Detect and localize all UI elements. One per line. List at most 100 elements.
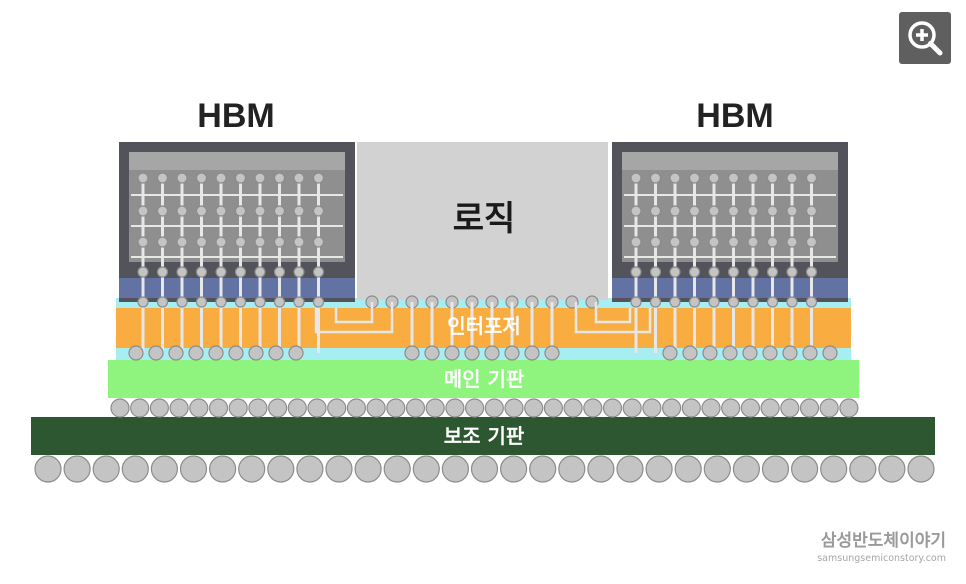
mid-solder-ball [189,398,209,418]
microbump [805,236,818,248]
microbump [137,266,149,278]
mid-solder-ball [661,398,682,418]
watermark-url: samsungsemiconstory.com [817,553,946,564]
interposer-bump [168,345,184,361]
zoom-in-icon [908,21,943,56]
microbump [195,296,208,308]
bottom-solder-ball [238,455,266,483]
microbump [293,236,305,248]
sub-substrate-label: 보조 기판 [444,424,525,448]
mid-solder-ball [543,398,564,418]
interposer-bump [288,345,304,361]
microbump [312,205,325,217]
mid-solder-ball [425,398,445,418]
microbump [630,266,642,278]
bottom-solder-ball [209,455,237,483]
microbump [805,205,818,217]
microbump [805,296,818,308]
microbump [156,205,169,217]
interposer-bump [524,345,540,361]
microbump [293,172,305,184]
microbump [176,205,188,217]
microbump [273,172,286,184]
mid-solder-ball [386,398,406,418]
mid-solder-ball [248,398,268,418]
bottom-solder-ball [92,455,120,483]
microbump [747,296,759,308]
microbump [708,205,720,217]
microbump [747,236,759,248]
bottom-solder-ball [150,455,178,483]
microbump [215,266,227,278]
bottom-solder-ball [732,455,761,483]
microbump [312,236,325,248]
microbump [727,236,740,248]
bottom-solder-ball [441,455,469,483]
mid-solder-ball [583,398,603,418]
microbump [649,205,662,217]
interposer-bump [148,345,164,361]
microbump [312,266,325,278]
interposer-bump [208,345,224,361]
interposer-bump [762,345,778,361]
watermark-title: 삼성반도체이야기 [821,531,946,551]
mid-solder-ball [760,398,780,418]
microbump [727,205,740,217]
microbump [669,236,681,248]
hbm-top-die-right [622,152,838,170]
mid-solder-ball [445,398,465,418]
microbump [254,172,266,184]
sub-substrate [31,417,935,455]
microbump [688,236,701,248]
bottom-solder-ball [325,455,353,483]
microbump [293,296,305,308]
microbump [312,172,325,184]
interposer-bump [464,345,480,361]
interposer-bump [682,345,698,361]
microbump [766,205,779,217]
microbump [766,236,779,248]
microbump [215,172,227,184]
mid-solder-ball [504,398,524,418]
microbump [156,296,169,308]
interposer-bump [128,345,144,361]
microbump [805,266,818,278]
microbump [137,205,149,217]
bottom-solder-ball [820,455,848,483]
microbump [176,296,188,308]
bottom-solder-ball [558,455,586,483]
microbump [649,296,662,308]
microbump [786,205,798,217]
interposer-bump [702,345,718,361]
microbump [747,266,759,278]
microbump [156,266,169,278]
microbump [786,296,798,308]
interposer-label: 인터포저 [447,314,521,338]
bottom-solder-ball [354,455,382,483]
microbump [747,205,759,217]
microbump [649,236,662,248]
microbump [669,205,681,217]
bottom-solder-ball [674,455,702,483]
microbump [630,205,642,217]
bottom-solder-ball [878,455,906,483]
mid-solder-ball [405,398,426,418]
microbump [805,172,818,184]
bottom-solder-ball [790,455,819,483]
microbump [254,205,266,217]
microbump [195,205,208,217]
bottom-solder-ball [703,455,731,483]
microbump [156,172,169,184]
zoom-button[interactable] [899,12,951,64]
microbump [708,172,720,184]
microbump [312,296,325,308]
bottom-solder-ball [529,455,557,483]
interposer-route [594,302,632,324]
mid-solder-ball [149,398,169,418]
bottom-solder-ball [470,455,499,483]
microbump [786,236,798,248]
microbump [630,296,642,308]
microbump [649,266,662,278]
microbump [708,296,720,308]
